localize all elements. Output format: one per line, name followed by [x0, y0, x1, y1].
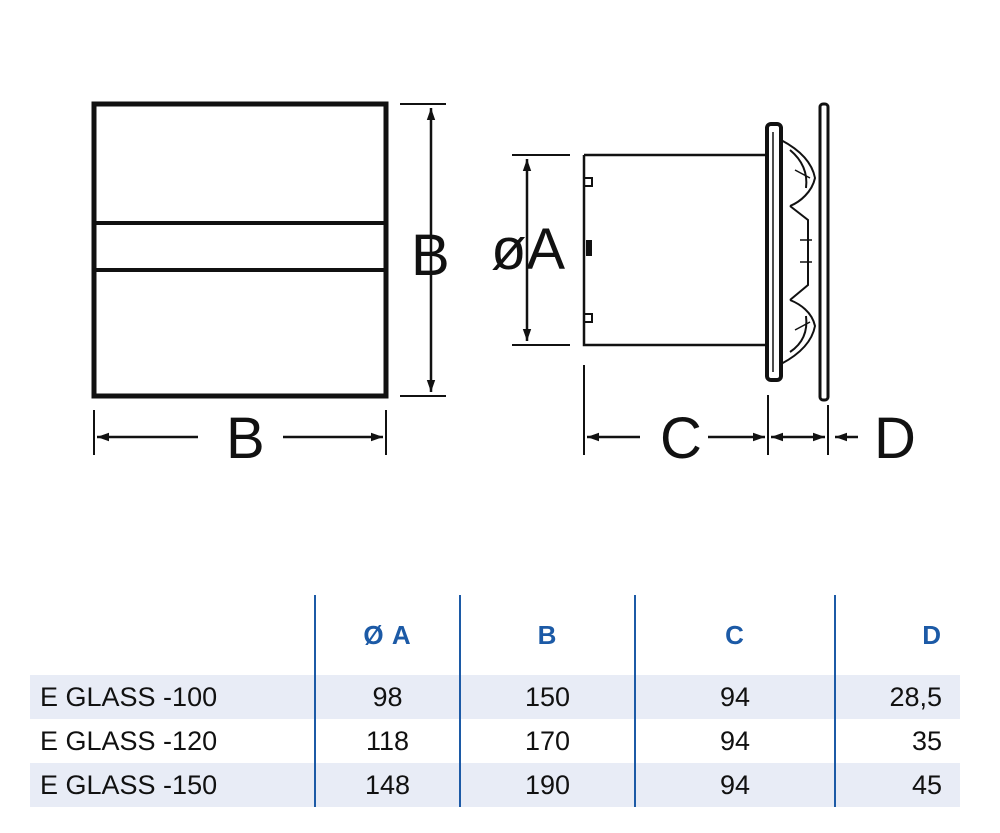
duct-clip-top [584, 177, 593, 187]
cell-b: 170 [459, 719, 635, 763]
cell-d: 28,5 [834, 675, 960, 719]
cell-a: 98 [314, 675, 460, 719]
cell-c: 94 [634, 675, 835, 719]
front-view [91, 101, 389, 399]
duct-latch [586, 240, 592, 256]
front-glass-panel [818, 102, 830, 402]
impeller-top [780, 139, 817, 207]
height-dimension-label: B [411, 223, 450, 288]
cell-d: 45 [834, 763, 960, 807]
cell-b: 150 [459, 675, 635, 719]
cell-c: 94 [634, 763, 835, 807]
technical-drawing: B B øA C D [91, 101, 916, 471]
header-model [30, 595, 315, 675]
diameter-dimension [512, 154, 570, 346]
motor-housing [765, 122, 783, 382]
cell-b: 190 [459, 763, 635, 807]
diameter-dimension-label: øA [491, 217, 565, 282]
header-diameter-a: Ø A [314, 595, 460, 675]
width-dimension-label: B [226, 406, 265, 471]
table-row: E GLASS -100 98 150 94 28,5 [30, 675, 960, 719]
duct-clip-bottom [584, 313, 593, 323]
header-c: C [634, 595, 835, 675]
table-row: E GLASS -150 148 190 94 45 [30, 763, 960, 807]
cell-model: E GLASS -120 [40, 725, 218, 756]
cell-model: E GLASS -150 [30, 763, 315, 807]
height-dimension [400, 103, 446, 397]
impeller-bottom [780, 299, 817, 365]
side-view [582, 102, 830, 402]
cell-d: 35 [834, 719, 960, 763]
depth-dimensions [583, 365, 858, 455]
dimensions-table: Ø A B C D E GLASS -100 98 150 94 28,5 E … [30, 595, 960, 807]
front-panel-outline [91, 101, 389, 399]
table-row: E GLASS -120 118 170 94 35 [30, 719, 960, 763]
cell-a: 118 [314, 719, 460, 763]
depth-dimension-label: C [660, 406, 702, 471]
cell-a: 148 [314, 763, 460, 807]
flange-dimension-label: D [874, 406, 916, 471]
width-dimension [93, 410, 387, 455]
cell-model: E GLASS -100 [30, 675, 315, 719]
header-d: D [834, 595, 960, 675]
table-header-row: Ø A B C D [30, 595, 960, 675]
header-b: B [459, 595, 635, 675]
impeller-blade-marks [794, 169, 812, 331]
cell-c: 94 [634, 719, 835, 763]
duct-body [582, 153, 768, 347]
impeller-hub [789, 205, 809, 301]
